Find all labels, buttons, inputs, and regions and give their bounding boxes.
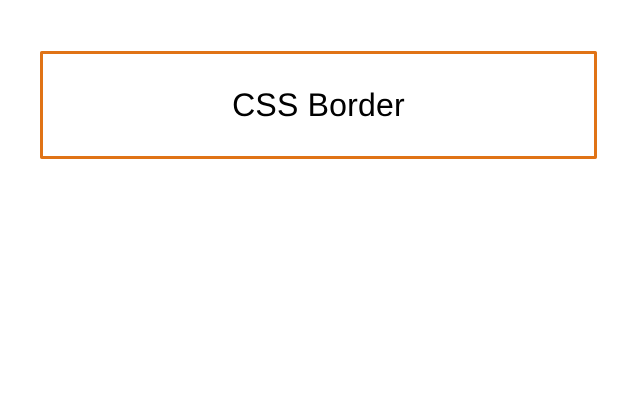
css-border-box: CSS Border: [40, 51, 597, 159]
box-label: CSS Border: [232, 86, 405, 123]
